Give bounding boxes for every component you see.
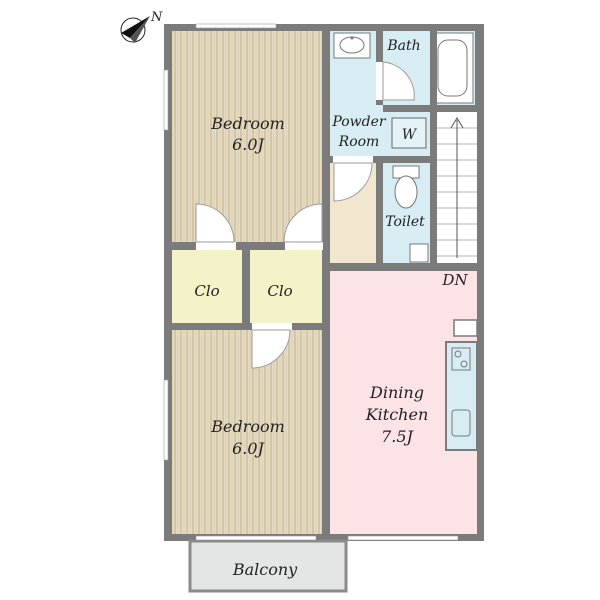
compass-icon: N	[120, 10, 163, 43]
stove-icon	[451, 347, 471, 371]
washer-space	[391, 117, 427, 149]
powder-room-label-line1: Powder	[331, 114, 387, 130]
toilet-label: Toilet	[385, 214, 425, 230]
closet-right-label: Clo	[267, 282, 292, 300]
closet-left-label: Clo	[194, 282, 219, 300]
bath-label: Bath	[386, 38, 420, 54]
bedroom-top-label: Bedroom	[210, 114, 285, 133]
balcony-label: Balcony	[232, 560, 298, 579]
dining-kitchen-label-line1: Dining	[369, 383, 424, 402]
bedroom-bottom	[172, 330, 322, 534]
toilet-icon	[392, 165, 420, 209]
closet-left	[172, 250, 242, 323]
kitchen-counter	[445, 341, 478, 451]
toilet-storage	[409, 243, 429, 263]
dining-kitchen-label-line2: Kitchen	[365, 405, 429, 424]
washbasin-icon	[333, 32, 371, 59]
dining-kitchen-size: 7.5J	[381, 427, 414, 446]
windows	[163, 23, 459, 541]
stair-arrow-icon	[450, 117, 464, 258]
washer-label: W	[402, 127, 418, 143]
balcony	[188, 539, 348, 593]
door-swings	[195, 61, 415, 369]
bedroom-top-size: 6.0J	[232, 135, 265, 154]
stairs-down-label: DN	[441, 271, 468, 289]
fridge-space	[453, 319, 478, 337]
closet-right	[250, 250, 322, 323]
bedroom-bottom-size: 6.0J	[232, 439, 265, 458]
compass-north-label: N	[150, 10, 163, 25]
powder-room-label-line2: Room	[338, 134, 380, 150]
bedroom-bottom-label: Bedroom	[210, 417, 285, 436]
sink-icon	[451, 409, 471, 437]
bathtub-icon	[431, 32, 474, 104]
